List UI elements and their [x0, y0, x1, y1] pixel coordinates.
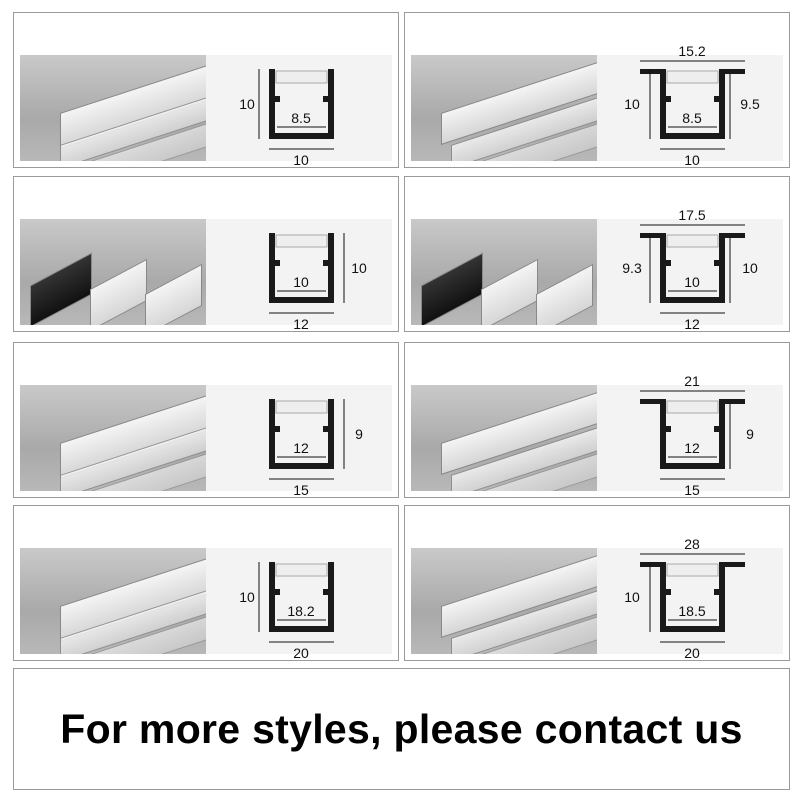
top-width-label: 28 [684, 536, 700, 552]
profile-diagram: 18.2 20 10 [239, 562, 334, 661]
product-photo [20, 219, 206, 325]
profile-diagram: 10 12 10 [269, 233, 367, 332]
diffuser-cover [666, 70, 719, 84]
bottom-width-label: 10 [684, 152, 700, 168]
inner-width-label: 12 [684, 440, 700, 456]
product-photo [411, 548, 597, 654]
bottom-width-label: 15 [293, 482, 309, 498]
inner-width-label: 18.5 [678, 603, 705, 619]
inner-width-label: 8.5 [291, 110, 311, 126]
right-height-label: 9.5 [740, 96, 760, 112]
inner-width-label: 8.5 [682, 110, 702, 126]
banner-text: For more styles, please contact us [60, 705, 743, 752]
inner-width-label: 12 [293, 440, 309, 456]
bottom-width-label: 10 [293, 152, 309, 168]
bottom-width-label: 20 [684, 645, 700, 661]
product-photo [20, 385, 206, 491]
product-photo [20, 55, 206, 161]
inner-width-label: 10 [293, 274, 309, 290]
inner-width-label: 18.2 [287, 603, 314, 619]
product-card: 12 15 21 9 [404, 342, 790, 498]
right-height-label: 9 [355, 426, 363, 442]
bottom-width-label: 20 [293, 645, 309, 661]
left-height-label: 10 [624, 589, 640, 605]
channel-profile [640, 233, 745, 303]
channel-profile [640, 562, 745, 632]
product-card: 18.5 20 28 10 [404, 505, 790, 661]
diffuser-cover [275, 563, 328, 577]
bottom-width-label: 15 [684, 482, 700, 498]
product-photo [411, 55, 597, 161]
product-photo [411, 219, 597, 325]
right-height-label: 10 [742, 260, 758, 276]
diffuser-cover [666, 234, 719, 248]
product-card: 18.2 20 10 [13, 505, 399, 661]
inner-width-label: 10 [684, 274, 700, 290]
left-height-label: 10 [239, 589, 255, 605]
profile-diagram: 18.5 20 28 10 [624, 536, 745, 661]
diffuser-cover [666, 563, 719, 577]
top-width-label: 17.5 [678, 207, 705, 223]
contact-banner: For more styles, please contact us [13, 668, 790, 790]
bottom-width-label: 12 [293, 316, 309, 332]
left-height-label: 10 [239, 96, 255, 112]
left-height-label: 9.3 [622, 260, 642, 276]
channel-profile [640, 399, 745, 469]
diffuser-cover [275, 234, 328, 248]
left-height-label: 10 [624, 96, 640, 112]
product-card: 12 15 9 [13, 342, 399, 498]
right-height-label: 9 [746, 426, 754, 442]
product-card: 10 12 10 [13, 176, 399, 332]
right-height-label: 10 [351, 260, 367, 276]
product-photo [411, 385, 597, 491]
profile-diagram: 12 15 9 [269, 399, 363, 498]
profile-diagram: 8.5 10 10 [239, 69, 334, 168]
product-photo [20, 548, 206, 654]
diffuser-cover [666, 400, 719, 414]
product-card: 8.5 10 10 [13, 12, 399, 168]
top-width-label: 15.2 [678, 43, 705, 59]
product-card: 10 12 17.5 9.3 10 [404, 176, 790, 332]
profile-diagram: 8.5 10 15.2 10 9.5 [624, 43, 760, 168]
bottom-width-label: 12 [684, 316, 700, 332]
profile-diagram: 12 15 21 9 [640, 373, 754, 498]
channel-profile [640, 69, 745, 139]
diffuser-cover [275, 400, 328, 414]
product-card: 8.5 10 15.2 10 9.5 [404, 12, 790, 168]
profile-diagram: 10 12 17.5 9.3 10 [622, 207, 758, 332]
diffuser-cover [275, 70, 328, 84]
top-width-label: 21 [684, 373, 700, 389]
